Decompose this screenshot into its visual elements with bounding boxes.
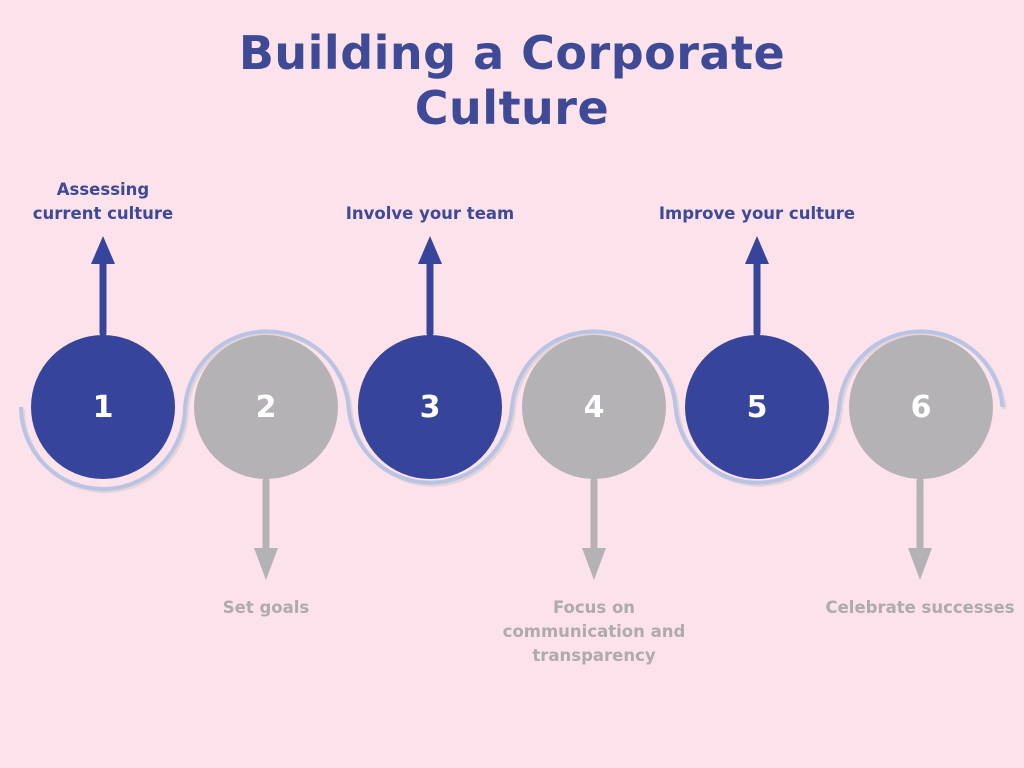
step-number: 2: [255, 389, 277, 425]
wave-line: [19, 329, 1005, 491]
step-circle-1: 1: [31, 335, 175, 479]
step-number: 1: [92, 389, 114, 425]
step-circle-2: 2: [194, 335, 338, 479]
down-arrow-step-6: [908, 477, 932, 580]
step-label-3: Involve your team: [345, 204, 515, 224]
step-label-1: Assessing current culture: [32, 180, 174, 224]
step-circle-5: 5: [685, 335, 829, 479]
down-arrow-step-4: [582, 477, 606, 580]
step-label-4: Focus on communication and transparency: [502, 598, 686, 665]
step-label-5: Improve your culture: [658, 204, 856, 224]
up-arrow-step-5: [745, 236, 769, 337]
down-arrow-step-2: [254, 477, 278, 580]
step-number: 4: [583, 389, 605, 425]
step-number: 5: [746, 389, 768, 425]
step-circle-3: 3: [358, 335, 502, 479]
step-number: 3: [419, 389, 441, 425]
step-number: 6: [910, 389, 932, 425]
step-label-2: Set goals: [222, 598, 310, 617]
step-circle-6: 6: [849, 335, 993, 479]
page-title: Building a Corporate Culture: [238, 26, 786, 136]
up-arrow-step-3: [418, 236, 442, 337]
wave-line-shadow: [21, 331, 1007, 493]
step-label-6: Celebrate successes: [825, 598, 1015, 617]
up-arrow-step-1: [91, 236, 115, 337]
step-circle-4: 4: [522, 335, 666, 479]
